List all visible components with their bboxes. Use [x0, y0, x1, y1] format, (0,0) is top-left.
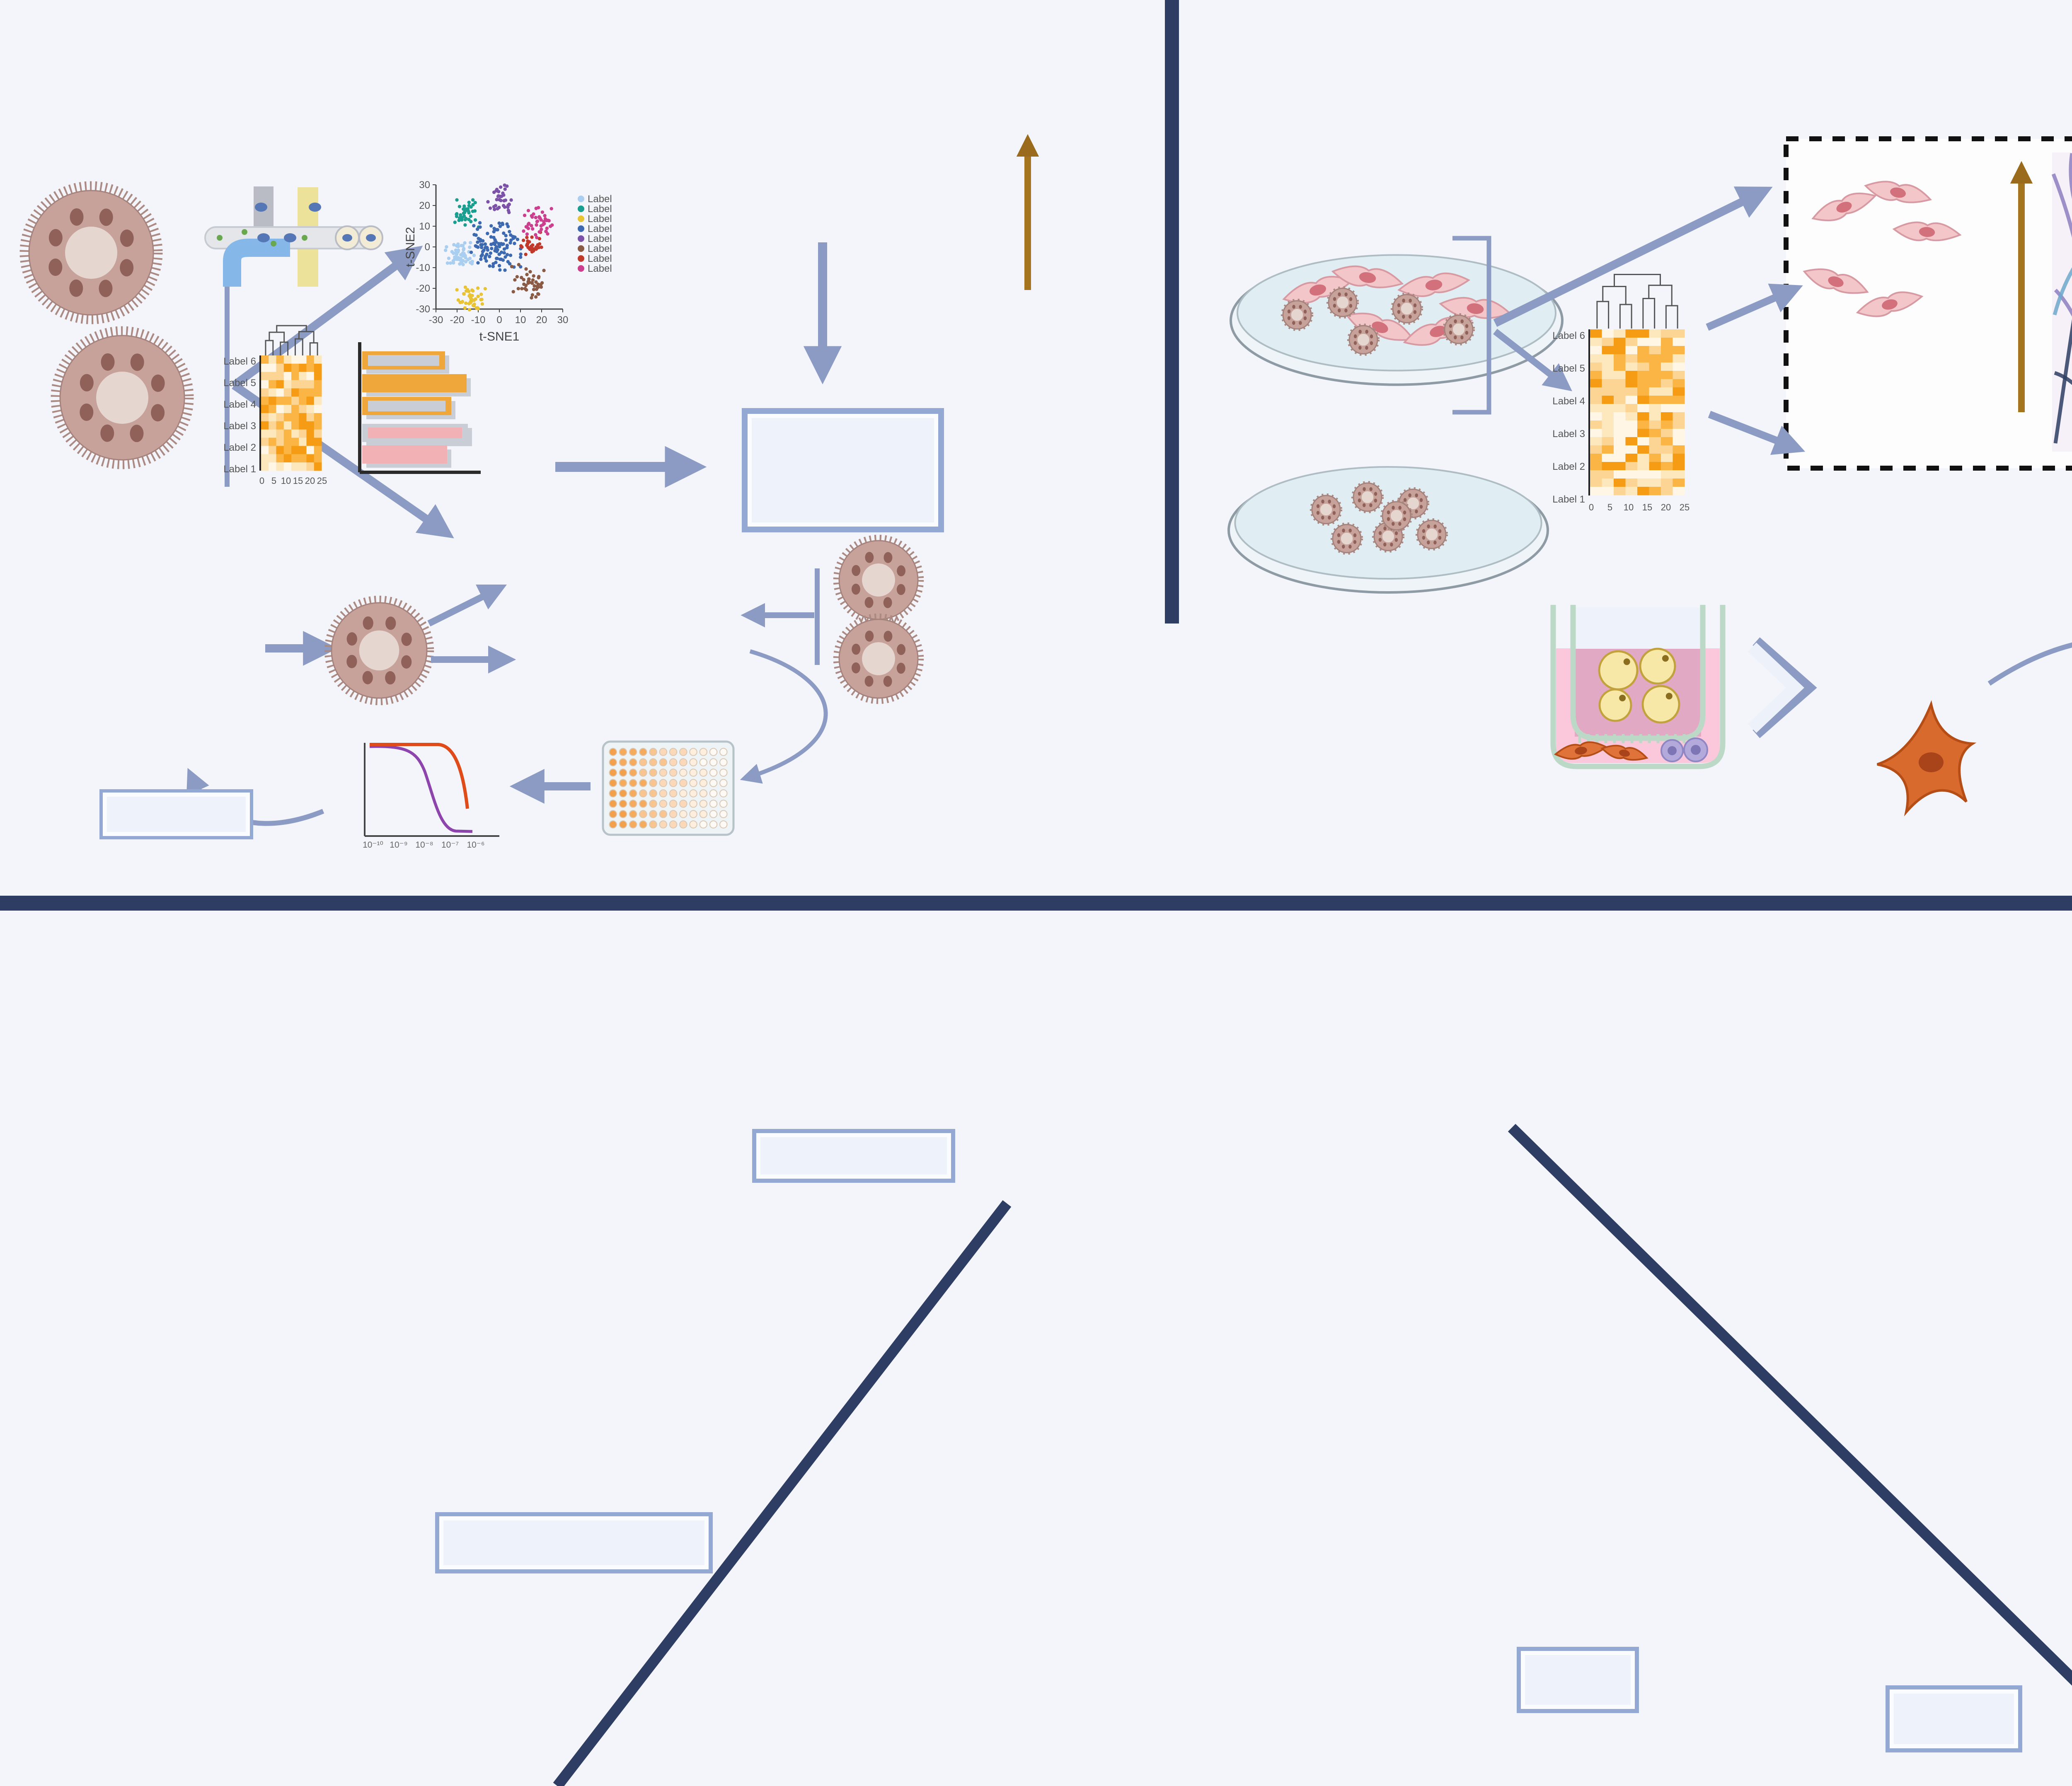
- tick-label: 5: [1607, 502, 1612, 512]
- tick-label: -30: [416, 304, 430, 315]
- panel-a-art: 30 20 10 0 -10 -20 -30-30 -20 -10 0 10 20 30 t-SNE1 t-…: [19, 134, 1039, 850]
- tick-label: Label: [588, 203, 612, 215]
- targeted-drug-r-box: [435, 1512, 713, 1573]
- tick-label: Label: [588, 213, 612, 225]
- tick-label: 10: [281, 476, 291, 486]
- ecm-fibers-icon: [2051, 152, 2072, 452]
- tick-label: Label: [588, 223, 612, 234]
- panel-b-art: Label 6 Label 5 Label 4 Label 3 Label 2 Label…: [1227, 136, 2072, 817]
- ddp-r-box: [1886, 1685, 2022, 1752]
- tick-label: 0: [1589, 502, 1594, 512]
- tick-label: Label 3: [223, 421, 256, 432]
- tick-label: Label: [588, 193, 612, 205]
- tick-label: Label 1: [223, 464, 256, 475]
- tick-label: 20: [536, 314, 547, 326]
- fap-dashed-box: [1784, 136, 2072, 471]
- resistance-box: [752, 1129, 955, 1183]
- tick-label: 0: [496, 314, 502, 326]
- tick-label: Label 4: [223, 399, 256, 410]
- tick-label: 10⁻¹⁰: [363, 840, 383, 850]
- tick-label: 0: [259, 476, 264, 486]
- tick-label: Label: [588, 243, 612, 254]
- tick-label: t-SNE2: [404, 227, 417, 267]
- tick-label: -10: [416, 262, 430, 273]
- dose-curve-a: 10⁻¹⁰ 10⁻⁹ 10⁻⁸ 10⁻⁷ 10⁻⁶: [363, 743, 499, 850]
- ddp-s-box: [1517, 1647, 1639, 1713]
- tick-label: Label 3: [1552, 428, 1585, 440]
- tick-label: 20: [305, 476, 315, 486]
- tick-label: 15: [293, 476, 303, 486]
- heatmap-b: Label 6 Label 5 Label 4 Label 3 Label 2 Label…: [1552, 274, 1690, 512]
- tick-label: 10⁻⁷: [441, 840, 459, 850]
- tick-label: 25: [1680, 502, 1690, 512]
- tick-label: 20: [419, 200, 430, 211]
- tick-label: 10⁻⁶: [467, 840, 484, 850]
- tick-label: 10⁻⁹: [390, 840, 407, 850]
- dish-with-cafs: [1230, 254, 1564, 386]
- tick-label: -20: [450, 314, 465, 326]
- dish-without-cafs: [1227, 466, 1549, 594]
- microfluidic-chip-icon: [204, 186, 383, 287]
- tick-label: 25: [317, 476, 327, 486]
- tick-label: Label: [588, 263, 612, 274]
- tick-label: 20: [1661, 502, 1671, 512]
- bar-chart-a: [358, 342, 481, 474]
- tick-label: 30: [557, 314, 569, 326]
- tick-label: Label: [588, 253, 612, 264]
- chevron-icon: [1748, 637, 1817, 738]
- heatmap-a: Label 6 Label 5 Label 4 Label 3 Label 2 Label…: [223, 325, 327, 486]
- tick-label: 30: [419, 179, 430, 191]
- tick-label: 10: [1624, 502, 1634, 512]
- tick-label: 15: [1642, 502, 1652, 512]
- tick-label: Label 6: [1552, 330, 1585, 341]
- tick-label: 5: [271, 476, 276, 486]
- tick-label: 10: [515, 314, 526, 326]
- tick-label: Label: [588, 233, 612, 244]
- tick-label: Label 2: [223, 442, 256, 453]
- tick-label: t-SNE1: [479, 330, 520, 343]
- tick-label: -30: [429, 314, 443, 326]
- chemo-r-box-a: [742, 408, 944, 532]
- transwell-3d-coculture: [1550, 605, 1726, 769]
- doxorubicin-label: [1660, 1014, 1697, 1196]
- tick-label: Label 5: [1552, 363, 1585, 374]
- targets-box: [99, 789, 253, 839]
- tick-label: Label 6: [223, 356, 256, 367]
- tick-label: Label 4: [1552, 396, 1585, 407]
- tick-label: Label 1: [1552, 494, 1585, 505]
- tick-label: -10: [471, 314, 486, 326]
- tick-label: 10: [419, 221, 430, 232]
- tick-label: 10⁻⁸: [415, 840, 433, 850]
- tick-label: Label 5: [223, 377, 256, 389]
- tick-label: -20: [416, 283, 430, 294]
- tsne-plot: 30 20 10 0 -10 -20 -30-30 -20 -10 0 10 20 30 t-SNE1 t-…: [404, 179, 612, 343]
- tick-label: 0: [425, 242, 430, 253]
- well-plate-a: [602, 740, 735, 836]
- tick-label: Label 2: [1552, 461, 1585, 472]
- caf-cell-icon: [1872, 700, 1977, 817]
